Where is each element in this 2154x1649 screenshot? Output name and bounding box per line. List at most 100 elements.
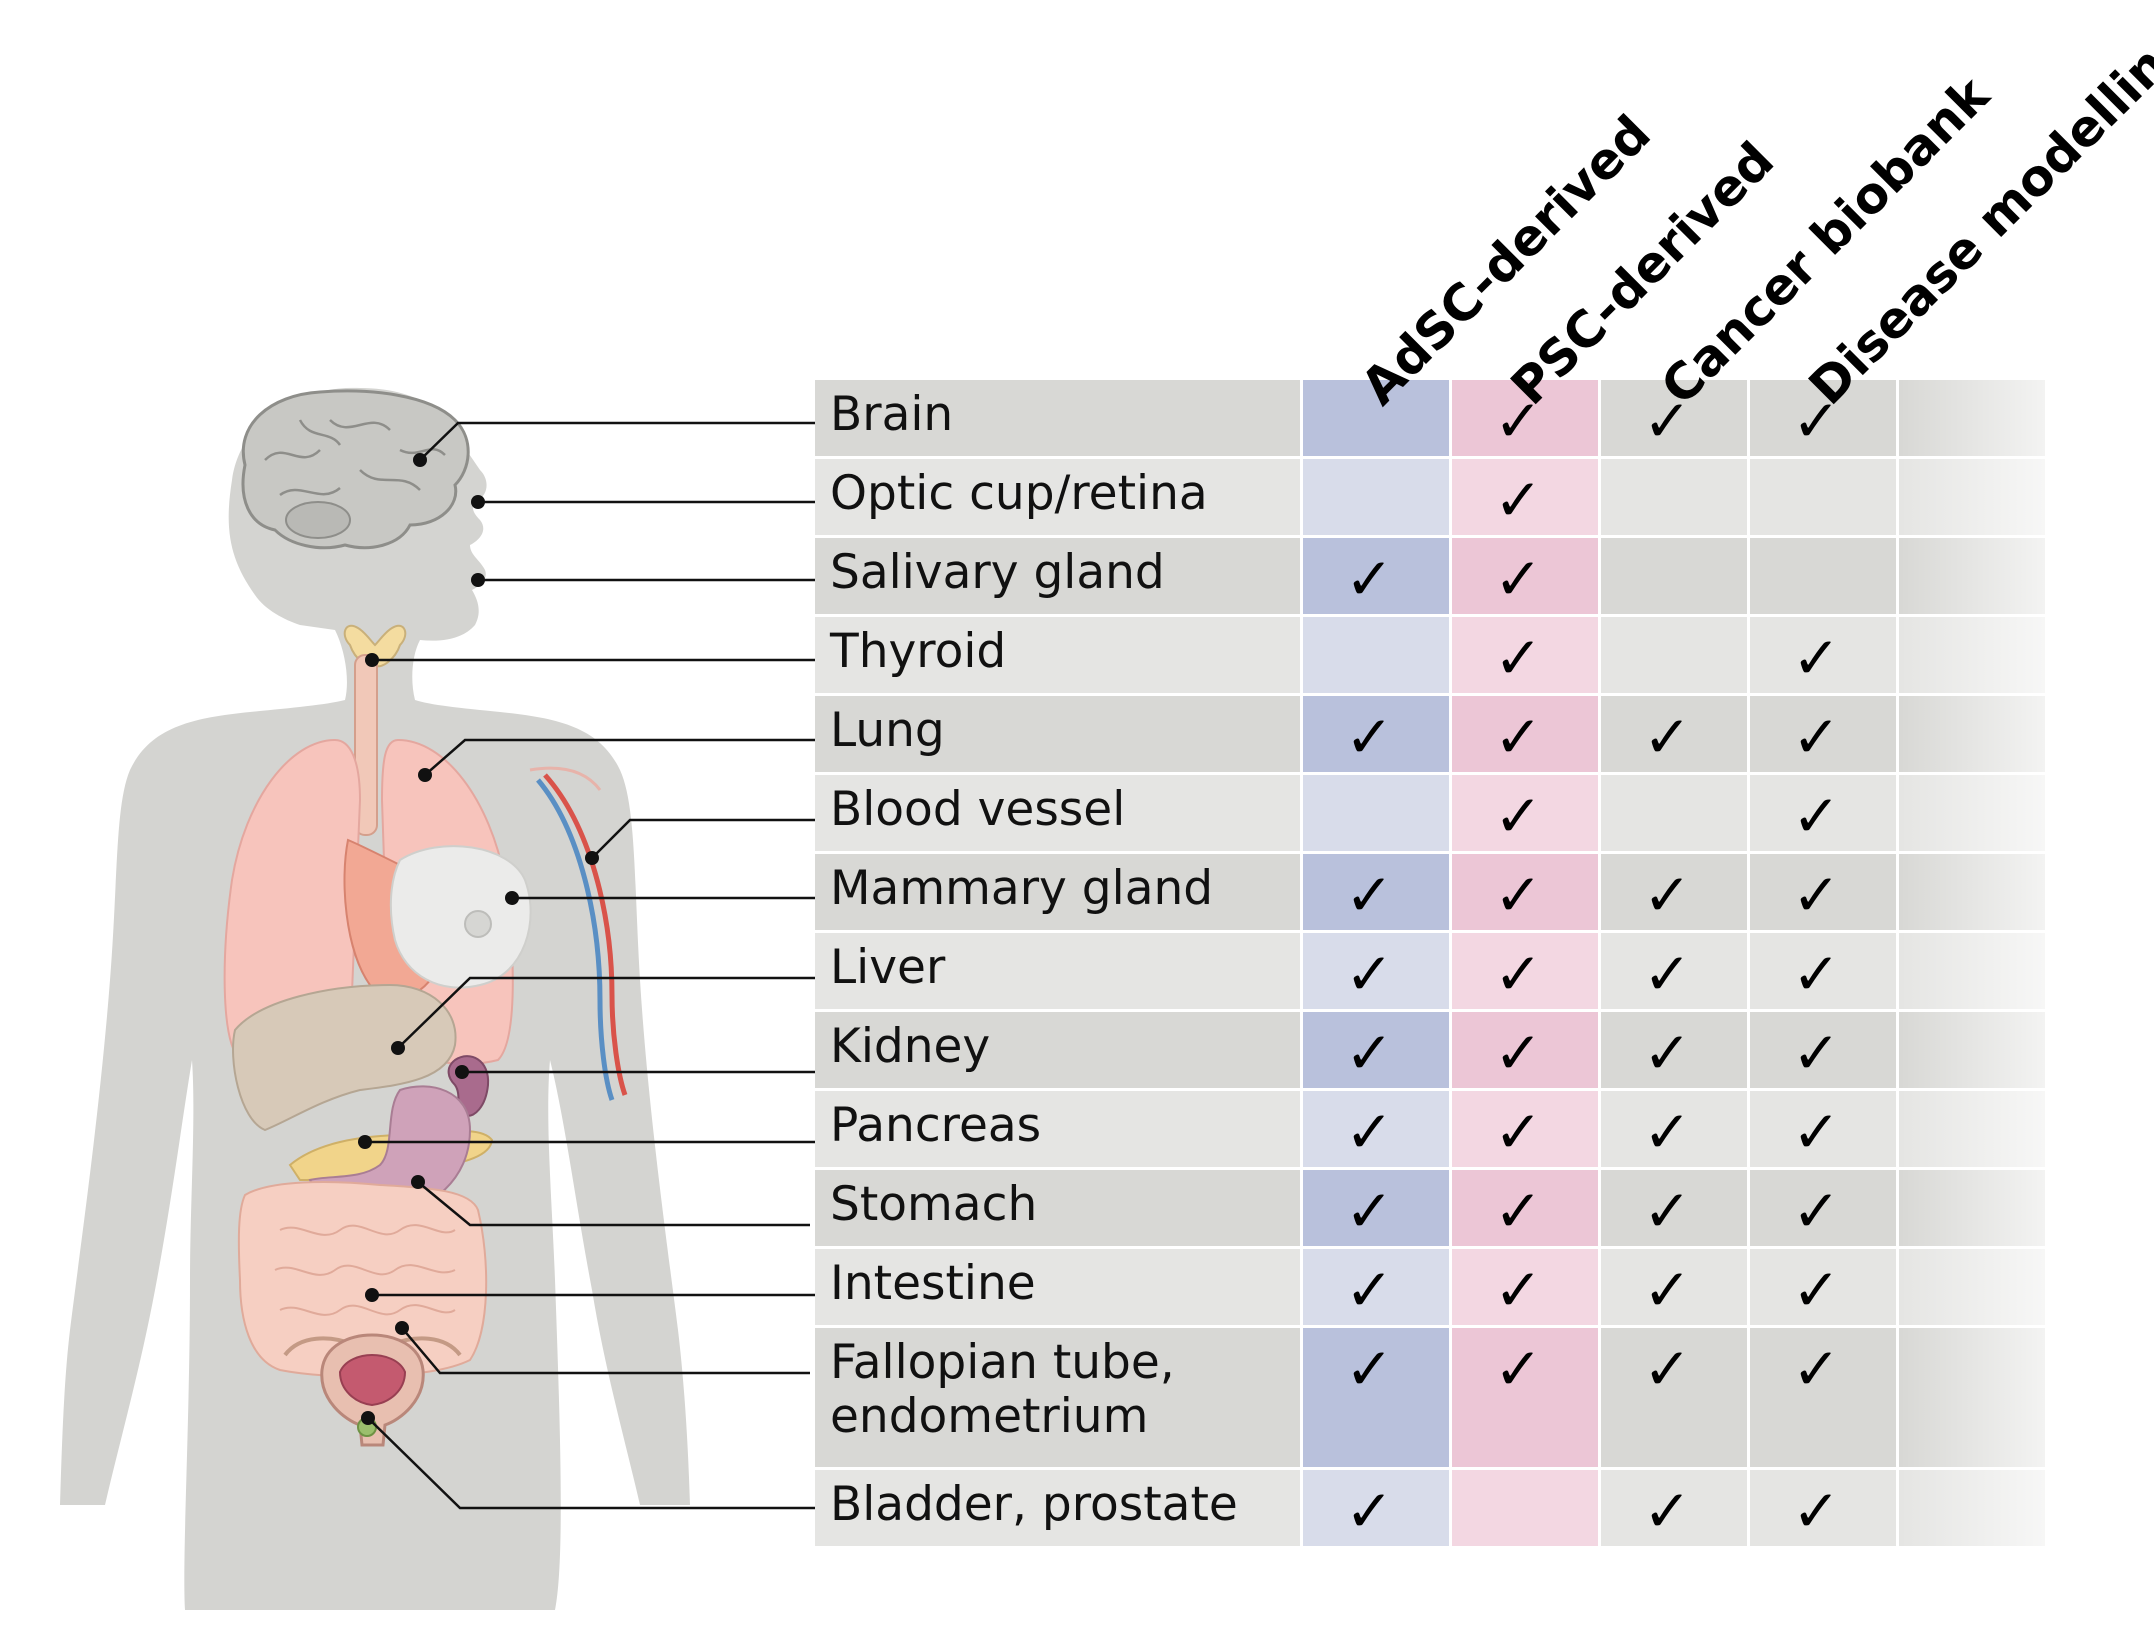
leader-dot: [395, 1321, 409, 1335]
row-label-cell: [815, 854, 1300, 930]
organ-label: Optic cup/retina: [830, 467, 1208, 521]
check-mark: ✓: [1792, 1019, 1841, 1087]
check-mark: ✓: [1345, 1177, 1394, 1245]
mammary-gland-icon: [389, 845, 532, 989]
check-mark: ✓: [1494, 1335, 1543, 1403]
check-mark: ✓: [1643, 1177, 1692, 1245]
table-cell: [1750, 1012, 1896, 1088]
row-label-cell: [815, 617, 1300, 693]
table-cell: [1452, 617, 1598, 693]
organ-label: Bladder, prostate: [830, 1478, 1238, 1532]
check-mark: ✓: [1643, 1256, 1692, 1324]
table-cell: [1750, 617, 1896, 693]
row-label-cell: [815, 1091, 1300, 1167]
table-cell: [1452, 459, 1598, 535]
organ-label: Stomach: [830, 1178, 1037, 1232]
organ-label-line: Lung: [830, 703, 945, 758]
table-cell: [1303, 459, 1449, 535]
row-label-cell: [815, 696, 1300, 772]
row-label-cell: [815, 1012, 1300, 1088]
check-mark: ✓: [1494, 861, 1543, 929]
organ-label: Intestine: [830, 1257, 1036, 1311]
table-cell: [1750, 1170, 1896, 1246]
table-cell: [1601, 380, 1747, 456]
check-mark: ✓: [1643, 940, 1692, 1008]
leader-dot: [418, 768, 432, 782]
check-mark: ✓: [1792, 624, 1841, 692]
table-cell: [1750, 1249, 1896, 1325]
organ-label-line: Fallopian tube,: [830, 1335, 1175, 1390]
check-mark: ✓: [1494, 782, 1543, 850]
table-cell: [1750, 1091, 1896, 1167]
check-mark: ✓: [1643, 861, 1692, 929]
organ-label: Blood vessel: [830, 783, 1125, 837]
organ-label: Fallopian tube,endometrium: [830, 1336, 1175, 1444]
leader-line: [397, 976, 815, 1049]
check-mark: ✓: [1345, 861, 1394, 929]
table-cell: [1303, 1328, 1449, 1467]
table-cell: [1452, 1012, 1598, 1088]
table-cell: [1601, 696, 1747, 772]
check-mark: ✓: [1494, 1098, 1543, 1166]
row-label-cell: [815, 1470, 1300, 1546]
leader-dot: [411, 1175, 425, 1189]
table-cell: [1452, 1470, 1598, 1546]
leader-dot: [585, 851, 599, 865]
check-mark: ✓: [1494, 545, 1543, 613]
check-mark: ✓: [1345, 1098, 1394, 1166]
check-mark: ✓: [1792, 387, 1841, 455]
leader-dot: [505, 891, 519, 905]
table-cell: [1452, 696, 1598, 772]
table-cell: [1750, 459, 1896, 535]
table-cell: [1750, 380, 1896, 456]
table-cell: [1750, 1328, 1896, 1467]
table-fade-out: [1900, 380, 2154, 1550]
check-mark: ✓: [1643, 387, 1692, 455]
check-mark: ✓: [1792, 1177, 1841, 1245]
organ-label: Thyroid: [830, 625, 1006, 679]
check-mark: ✓: [1792, 1098, 1841, 1166]
check-mark: ✓: [1494, 624, 1543, 692]
organ-label-line: Kidney: [830, 1019, 991, 1074]
table-cell: [1303, 933, 1449, 1009]
leader-dot: [471, 495, 485, 509]
leader-line: [591, 818, 815, 859]
check-mark: ✓: [1643, 1019, 1692, 1087]
leader-dot: [365, 1288, 379, 1302]
check-mark: ✓: [1494, 1019, 1543, 1087]
check-mark: ✓: [1643, 1098, 1692, 1166]
table-cell: [1750, 775, 1896, 851]
check-mark: ✓: [1792, 1256, 1841, 1324]
check-mark: ✓: [1345, 703, 1394, 771]
table-cell: [1303, 1170, 1449, 1246]
row-label-cell: [815, 1170, 1300, 1246]
leader-dot: [358, 1135, 372, 1149]
brain-icon: [241, 389, 470, 550]
check-mark: ✓: [1494, 1177, 1543, 1245]
table-cell: [1601, 459, 1747, 535]
check-mark: ✓: [1792, 940, 1841, 1008]
organ-label: Pancreas: [830, 1099, 1041, 1153]
organ-label-line: Stomach: [830, 1177, 1038, 1232]
table-cell: [1452, 1170, 1598, 1246]
table-cell: [1303, 538, 1449, 614]
check-mark: ✓: [1345, 545, 1394, 613]
table-cell: [1750, 538, 1896, 614]
row-label-cell: [815, 538, 1300, 614]
table-cell: [1601, 1249, 1747, 1325]
leader-dot: [455, 1065, 469, 1079]
check-mark: ✓: [1643, 703, 1692, 771]
table-cell: [1601, 854, 1747, 930]
check-mark: ✓: [1494, 703, 1543, 771]
check-mark: ✓: [1792, 703, 1841, 771]
table-cell: [1303, 617, 1449, 693]
leader-dot: [413, 453, 427, 467]
organ-label-line: Intestine: [830, 1256, 1036, 1311]
check-mark: ✓: [1345, 1477, 1394, 1545]
leader-dot: [365, 653, 379, 667]
organ-label-line: Bladder, prostate: [830, 1477, 1238, 1532]
table-cell: [1303, 1470, 1449, 1546]
organ-label: Brain: [830, 388, 953, 442]
